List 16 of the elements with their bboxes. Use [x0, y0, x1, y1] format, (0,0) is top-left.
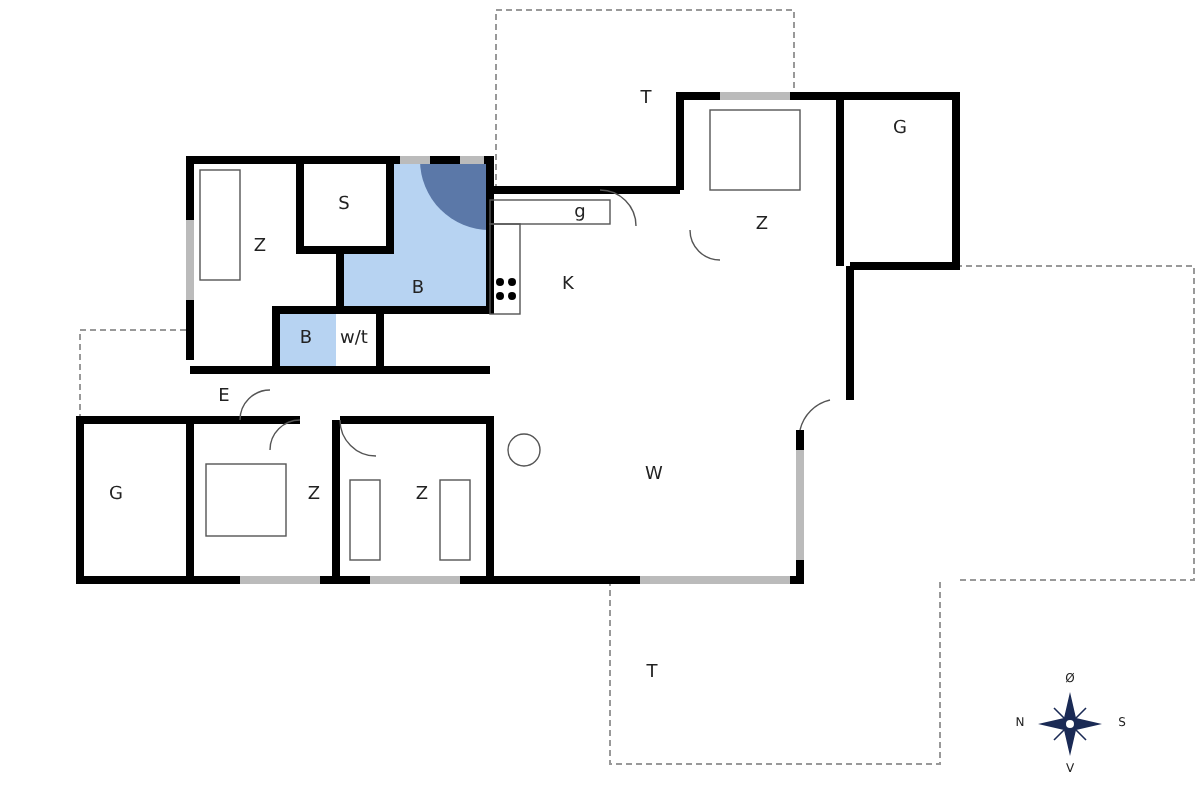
room-label: S: [338, 197, 350, 215]
room-label: Z: [415, 487, 429, 505]
room-label: Z: [307, 487, 321, 505]
room-label: T: [640, 91, 652, 109]
room-label: B: [299, 331, 313, 349]
room-label: T: [646, 665, 658, 683]
room-label: Z: [755, 217, 769, 235]
room-label: g: [574, 205, 586, 223]
room-label: w/t: [340, 331, 368, 349]
room-label: G: [893, 121, 907, 139]
room-label: Z: [253, 239, 267, 257]
room-label: K: [562, 277, 574, 295]
room-label: E: [218, 389, 230, 407]
room-label: B: [411, 281, 425, 299]
room-label: W: [645, 467, 663, 485]
room-label: G: [109, 487, 123, 505]
